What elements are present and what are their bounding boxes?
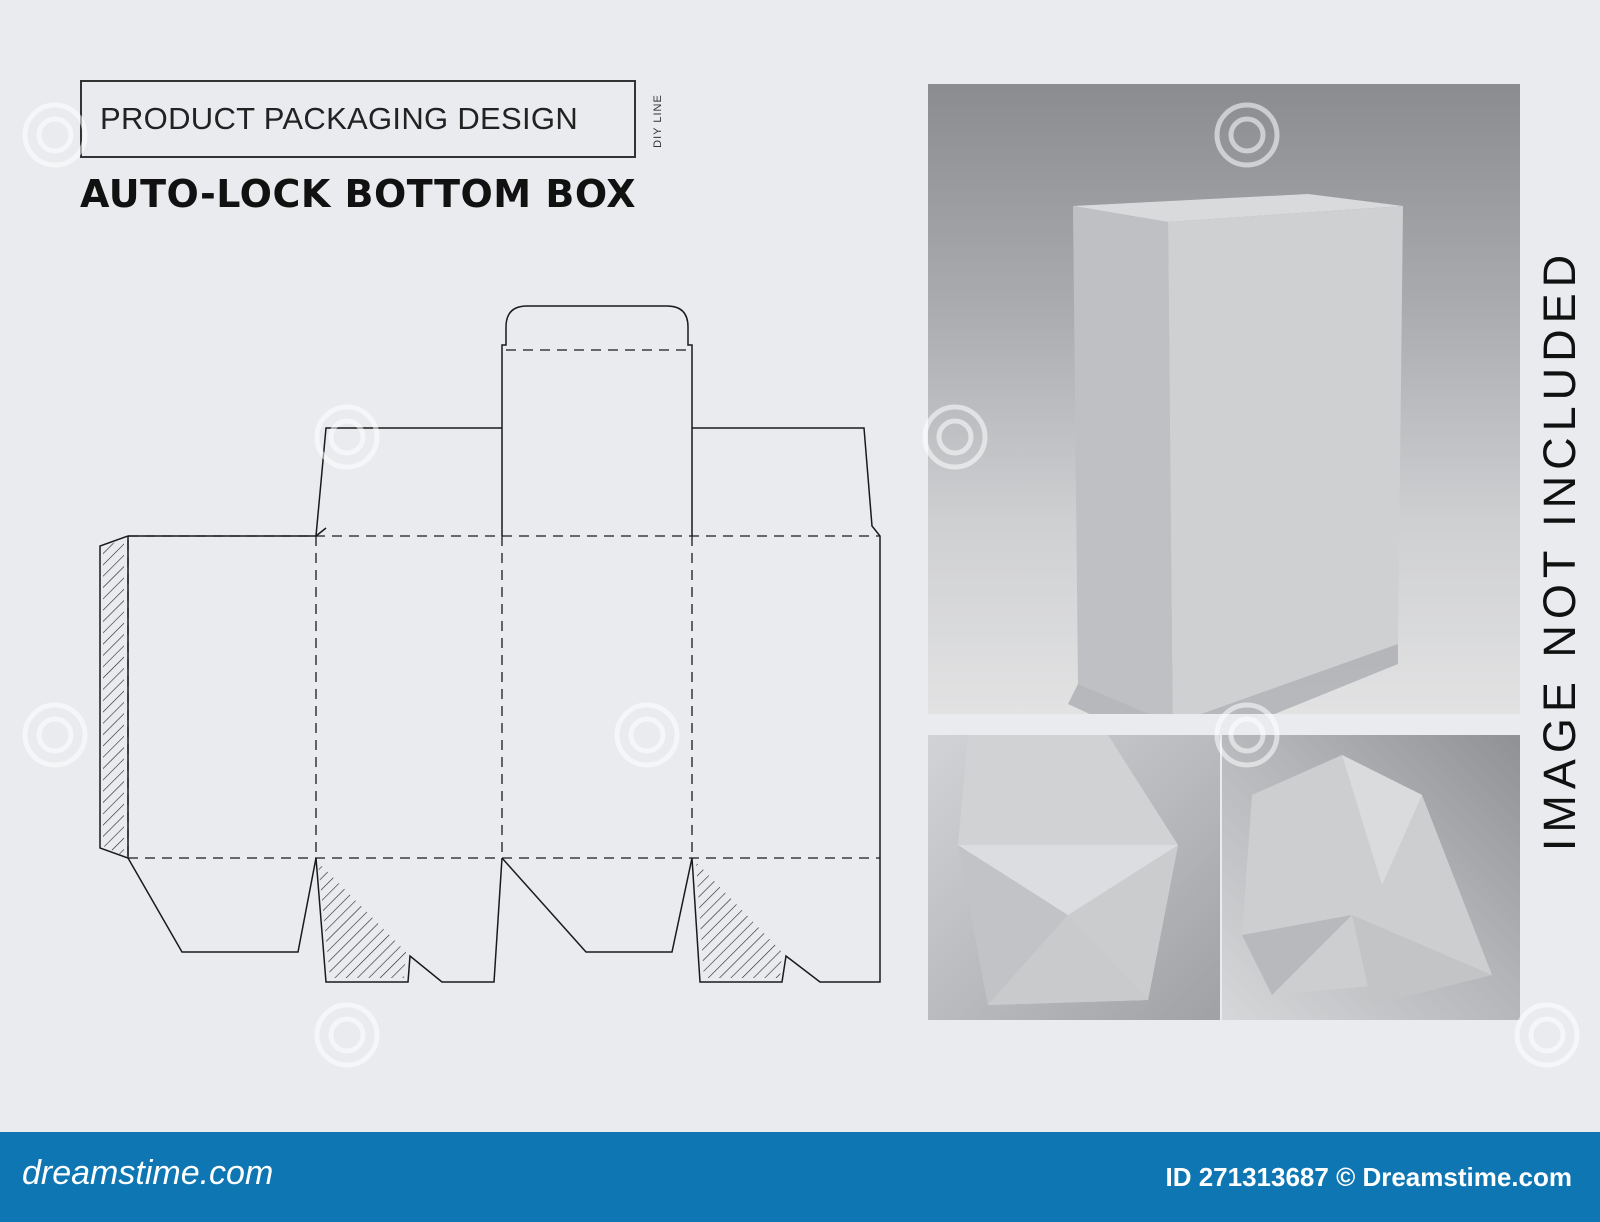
dieline-fold-lines (127, 349, 880, 859)
cut-panel-1-left (315, 527, 327, 537)
dreamstime-spiral-watermark-icon (22, 702, 88, 768)
dreamstime-spiral-watermark-icon (1214, 702, 1280, 768)
title-box: PRODUCT PACKAGING DESIGN (80, 80, 636, 158)
glue-area-flap-2 (318, 862, 406, 978)
bottom-flap-2 (315, 857, 503, 983)
assembled-box-photo (928, 84, 1520, 714)
image-not-included-text: IMAGE NOT INCLUDED (1534, 248, 1586, 852)
dreamstime-spiral-watermark-icon (314, 1002, 380, 1068)
box-bottom-open-illustration (1242, 755, 1492, 1005)
glue-area-flap-4 (696, 862, 782, 978)
bottom-flap-3 (501, 857, 693, 953)
glue-flap (99, 535, 129, 859)
dreamstime-logo-icon[interactable]: dreamstime.com (22, 1154, 274, 1192)
bottom-flap-4 (691, 857, 881, 983)
dreamstime-spiral-watermark-icon (314, 404, 380, 470)
dieline-cut-lines (99, 305, 881, 983)
box-bottom-closed-photo (928, 735, 1220, 1020)
box-bottom-open-photo (1222, 735, 1520, 1020)
dreamstime-spiral-watermark-icon (1514, 1002, 1580, 1068)
dreamstime-spiral-watermark-icon (22, 102, 88, 168)
dust-flap-left (127, 427, 502, 858)
dreamstime-spiral-watermark-icon (922, 404, 988, 470)
tuck-flap (501, 305, 693, 428)
page-title: PRODUCT PACKAGING DESIGN (100, 101, 579, 136)
bottom-flap-1 (127, 857, 317, 953)
footer-bar: dreamstime.com ID 271313687 © Dreamstime… (0, 1132, 1600, 1222)
dust-flap-right (692, 427, 881, 858)
glue-area-side (103, 538, 124, 856)
dreamstime-spiral-watermark-icon (614, 702, 680, 768)
box-dieline (99, 305, 881, 983)
box-type-subtitle: AUTO-LOCK BOTTOM BOX (80, 172, 637, 216)
box-bottom-closed-illustration (958, 735, 1178, 1005)
image-id-credit: ID 271313687 © Dreamstime.com (1165, 1162, 1572, 1192)
image-not-included-note: IMAGE NOT INCLUDED (1530, 230, 1590, 870)
assembled-box-illustration (1068, 194, 1403, 714)
dreamstime-spiral-watermark-icon (1214, 102, 1280, 168)
